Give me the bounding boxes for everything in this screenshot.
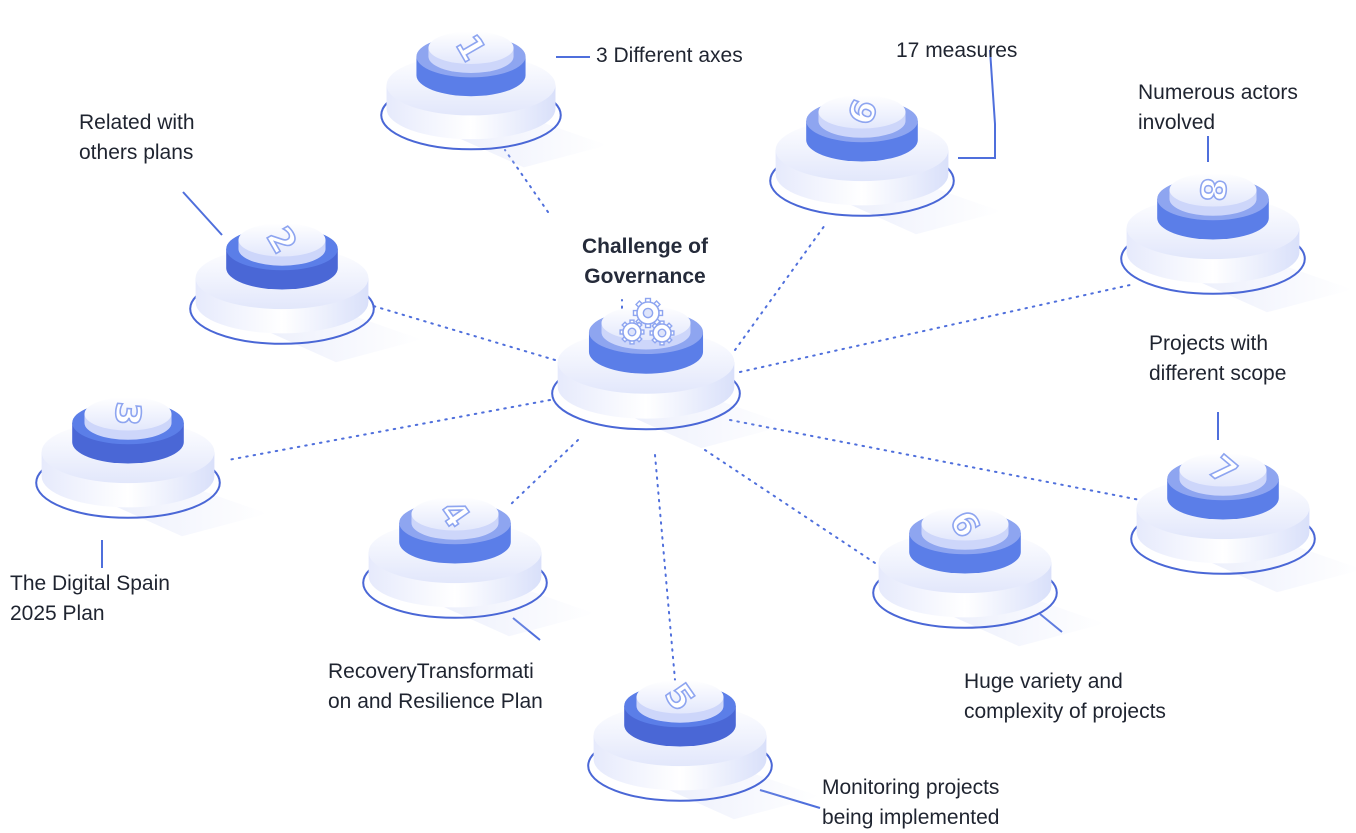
node-button-6[interactable]: 6 [872,503,1105,647]
node-label-6: Huge variety and complexity of projects [964,670,1166,723]
node-number-3: 3 [106,400,148,427]
connector-8 [739,284,1131,373]
connector-7 [729,419,1141,501]
node-label-4: RecoveryTransformati on and Resilience P… [328,660,543,713]
node-button-9[interactable]: 9 [769,93,1002,235]
node-button-4[interactable]: 4 [362,492,595,637]
node-button-8[interactable]: 8 [1120,173,1353,313]
connector-4 [509,439,579,506]
center-title: Challenge of Governance [581,235,708,288]
connector-9 [734,224,826,351]
node-button-3[interactable]: 3 [35,397,268,537]
node-button-1[interactable]: 1 [380,27,608,168]
leader-line-9 [958,49,996,159]
node-label-3: The Digital Spain 2025 Plan [10,572,170,625]
connector-5 [654,454,676,681]
node-button-5[interactable]: 5 [587,675,820,820]
leader-line-2 [182,191,223,236]
node-label-8: Numerous actors involved [1138,81,1298,134]
node-label-9: 17 measures [896,39,1018,62]
center-node[interactable] [551,297,789,449]
node-label-5: Monitoring projects being implemented [822,776,1000,829]
connector-2 [369,304,556,361]
node-number-8: 8 [1191,176,1233,203]
node-label-7: Projects with different scope [1149,332,1287,385]
node-layer: 1 2 3 4 567 8 9 [35,27,1356,820]
node-button-7[interactable]: 7 [1130,447,1356,593]
connector-6 [704,449,876,564]
node-label-2: Related with others plans [79,111,195,164]
connector-layer [101,49,1219,809]
connector-3 [227,399,551,461]
node-button-2[interactable]: 2 [189,219,422,363]
connector-1 [504,149,549,213]
gears-icon [619,297,675,346]
node-label-1: 3 Different axes [596,44,743,67]
